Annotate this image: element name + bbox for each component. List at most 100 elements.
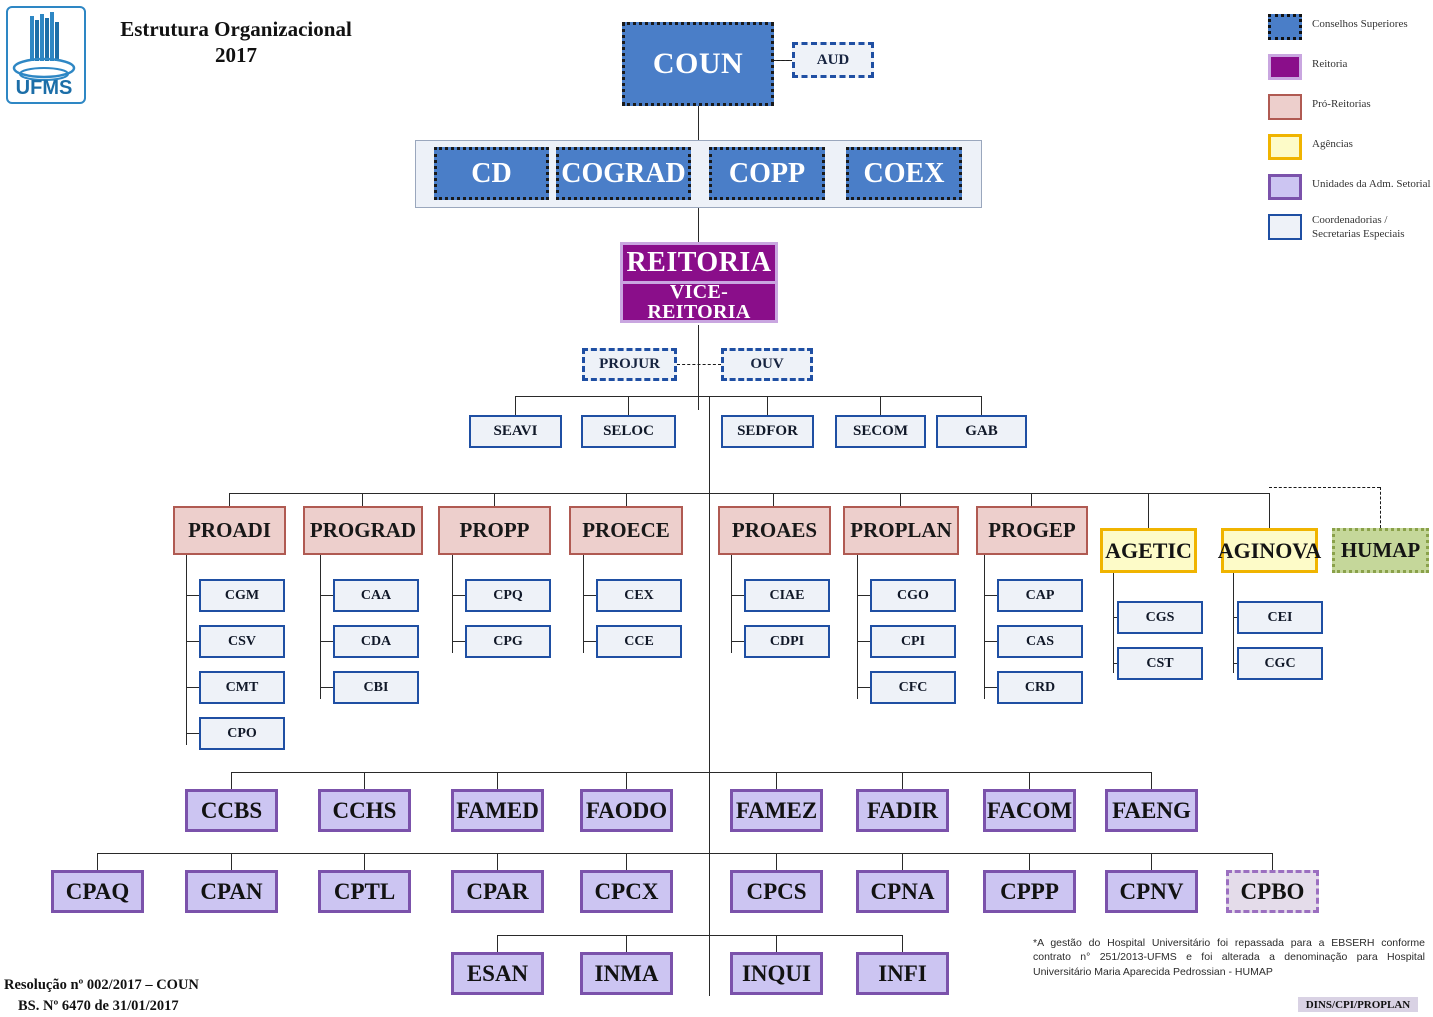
connector-proadi-e3	[186, 687, 200, 688]
connector-drop-proaes	[773, 493, 774, 508]
node-copp[interactable]: COPP	[709, 147, 825, 200]
node-humap[interactable]: HUMAP	[1332, 528, 1429, 573]
node-esan[interactable]: ESAN	[451, 952, 544, 995]
node-cpo[interactable]: CPO	[199, 717, 285, 750]
node-cgm[interactable]: CGM	[199, 579, 285, 612]
node-cgc[interactable]: CGC	[1237, 647, 1323, 680]
node-cbi[interactable]: CBI	[333, 671, 419, 704]
connector-proaes-e1	[731, 595, 745, 596]
node-infi[interactable]: INFI	[856, 952, 949, 995]
node-prograd[interactable]: PROGRAD	[303, 506, 423, 555]
node-proadi[interactable]: PROADI	[173, 506, 286, 555]
resolucao-line-1: Resolução nº 002/2017 – COUN	[4, 977, 199, 993]
connector-drop-famed	[497, 772, 498, 789]
connector-drop-fadir	[902, 772, 903, 789]
node-cpan[interactable]: CPAN	[185, 870, 278, 913]
node-cpcs[interactable]: CPCS	[730, 870, 823, 913]
humap-footnote: *A gestão do Hospital Universitário foi …	[1033, 937, 1425, 978]
connector-proece-e2	[583, 641, 597, 642]
connector-drop-propp	[494, 493, 495, 508]
connector-drop-gab	[981, 396, 982, 415]
node-faeng[interactable]: FAENG	[1105, 789, 1198, 832]
legend: Conselhos Superiores Reitoria Pró-Reitor…	[1268, 14, 1433, 254]
connector-drop-agetic	[1148, 493, 1149, 528]
node-cpaq[interactable]: CPAQ	[51, 870, 144, 913]
node-cdpi[interactable]: CDPI	[744, 625, 830, 658]
node-ciae[interactable]: CIAE	[744, 579, 830, 612]
node-cas[interactable]: CAS	[997, 625, 1083, 658]
node-seloc[interactable]: SELOC	[581, 415, 676, 448]
node-cchs[interactable]: CCHS	[318, 789, 411, 832]
node-cgo[interactable]: CGO	[870, 579, 956, 612]
node-cptl[interactable]: CPTL	[318, 870, 411, 913]
node-ouv[interactable]: OUV	[721, 348, 813, 381]
node-cpi[interactable]: CPI	[870, 625, 956, 658]
node-seavi[interactable]: SEAVI	[469, 415, 562, 448]
connector-projur-ouv	[677, 364, 721, 365]
node-vice-reitoria[interactable]: VICE-REITORIA	[620, 282, 778, 323]
node-cda[interactable]: CDA	[333, 625, 419, 658]
node-cpar[interactable]: CPAR	[451, 870, 544, 913]
connector-drop-cchs	[364, 772, 365, 789]
connector-proadi-stem	[186, 555, 187, 745]
node-sedfor[interactable]: SEDFOR	[721, 415, 814, 448]
connector-prograd-e2	[320, 641, 334, 642]
node-cd[interactable]: CD	[434, 147, 549, 200]
node-cgs[interactable]: CGS	[1117, 601, 1203, 634]
node-proece[interactable]: PROECE	[569, 506, 683, 555]
node-cpnv[interactable]: CPNV	[1105, 870, 1198, 913]
node-gab[interactable]: GAB	[936, 415, 1027, 448]
connector-units1-right-bar	[709, 772, 1151, 773]
connector-drop-famez	[776, 772, 777, 789]
page-title: Estrutura Organizacional 2017	[86, 16, 386, 69]
dins-badge: DINS/CPI/PROPLAN	[1298, 997, 1418, 1012]
node-cex[interactable]: CEX	[596, 579, 682, 612]
node-faodo[interactable]: FAODO	[580, 789, 673, 832]
node-cpg[interactable]: CPG	[465, 625, 551, 658]
node-agetic[interactable]: AGETIC	[1100, 528, 1197, 573]
node-cpcx[interactable]: CPCX	[580, 870, 673, 913]
connector-drop-cppp	[1029, 853, 1030, 870]
node-ccbs[interactable]: CCBS	[185, 789, 278, 832]
node-cce[interactable]: CCE	[596, 625, 682, 658]
node-cograd[interactable]: COGRAD	[556, 147, 691, 200]
node-aud[interactable]: AUD	[792, 42, 874, 78]
legend-item-conselhos: Conselhos Superiores	[1268, 14, 1433, 42]
node-projur[interactable]: PROJUR	[582, 348, 677, 381]
node-caa[interactable]: CAA	[333, 579, 419, 612]
node-facom[interactable]: FACOM	[983, 789, 1076, 832]
node-aginova[interactable]: AGINOVA	[1218, 528, 1321, 573]
node-progep[interactable]: PROGEP	[976, 506, 1088, 555]
node-famed[interactable]: FAMED	[451, 789, 544, 832]
node-cmt[interactable]: CMT	[199, 671, 285, 704]
connector-drop-prograd	[362, 493, 363, 508]
node-secom[interactable]: SECOM	[835, 415, 926, 448]
node-inqui[interactable]: INQUI	[730, 952, 823, 995]
node-cei[interactable]: CEI	[1237, 601, 1323, 634]
node-famez[interactable]: FAMEZ	[730, 789, 823, 832]
node-reitoria[interactable]: REITORIA	[620, 242, 778, 284]
connector-main-spine	[709, 396, 710, 996]
node-fadir[interactable]: FADIR	[856, 789, 949, 832]
connector-prograd-e3	[320, 687, 334, 688]
node-proaes[interactable]: PROAES	[718, 506, 831, 555]
legend-swatch-reitoria	[1268, 54, 1302, 80]
connector-proaes-e2	[731, 641, 745, 642]
node-cst[interactable]: CST	[1117, 647, 1203, 680]
node-cfc[interactable]: CFC	[870, 671, 956, 704]
node-inma[interactable]: INMA	[580, 952, 673, 995]
node-cpna[interactable]: CPNA	[856, 870, 949, 913]
node-cpq[interactable]: CPQ	[465, 579, 551, 612]
node-crd[interactable]: CRD	[997, 671, 1083, 704]
connector-proadi-e2	[186, 641, 200, 642]
node-coun[interactable]: COUN	[622, 22, 774, 106]
node-proplan[interactable]: PROPLAN	[843, 506, 959, 555]
node-cpbo[interactable]: CPBO	[1226, 870, 1319, 913]
legend-item-proreitorias: Pró-Reitorias	[1268, 94, 1433, 122]
node-cppp[interactable]: CPPP	[983, 870, 1076, 913]
node-csv[interactable]: CSV	[199, 625, 285, 658]
node-cap[interactable]: CAP	[997, 579, 1083, 612]
node-propp[interactable]: PROPP	[438, 506, 551, 555]
node-coex[interactable]: COEX	[846, 147, 962, 200]
connector-drop-cpbo	[1272, 853, 1273, 870]
